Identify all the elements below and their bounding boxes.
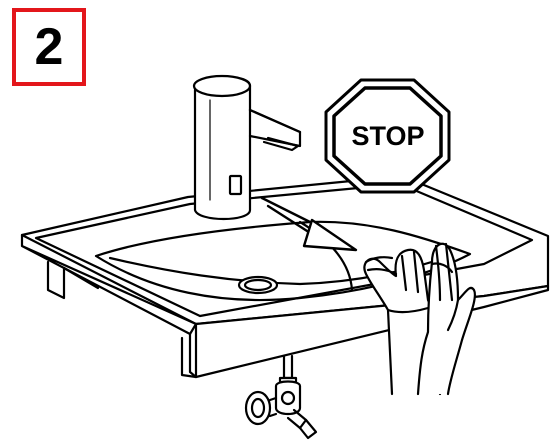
stop-sign-label: STOP xyxy=(351,121,424,151)
stop-sign-icon: STOP xyxy=(326,80,449,192)
angle-valve-icon xyxy=(246,356,316,438)
sink-icon xyxy=(22,176,548,377)
